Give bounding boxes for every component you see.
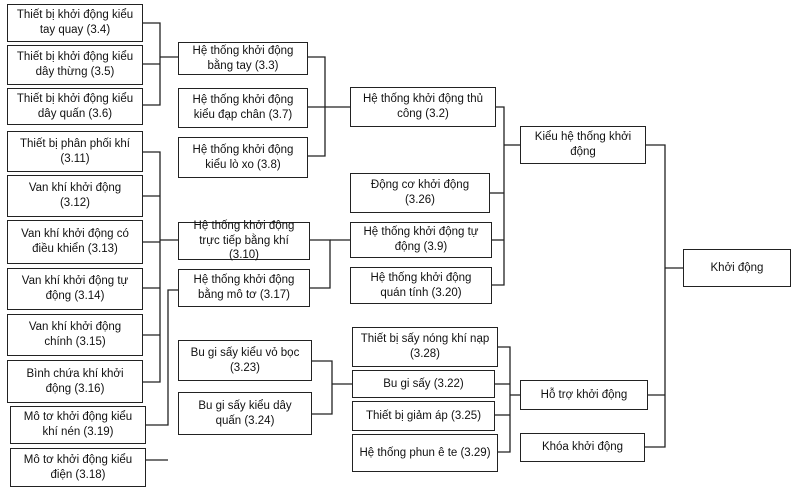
node-label: Van khí khởi động có điều khiển (3.13) xyxy=(21,228,129,255)
node-label: Mô tơ khởi động kiểu khí nén (3.19) xyxy=(23,411,133,438)
node-label: Kiểu hệ thống khởi động xyxy=(534,131,632,158)
node-label: Van khí khởi động tự động (3.14) xyxy=(21,275,129,302)
connector xyxy=(312,360,333,415)
node-3-13: Van khí khởi động có điều khiển (3.13) xyxy=(7,220,143,264)
node-3-9: Hệ thống khởi động tự động (3.9) xyxy=(350,222,492,258)
node-label: Thiết bị khởi động kiểu dây thừng (3.5) xyxy=(16,51,134,78)
node-3-17: Hệ thống khởi động bằng mô tơ (3.17) xyxy=(178,269,310,307)
connector xyxy=(143,151,161,383)
node-3-16: Bình chứa khí khởi động (3.16) xyxy=(7,360,143,403)
connector xyxy=(498,346,511,453)
node-3-10: Hệ thống khởi động trực tiếp bằng khí (3… xyxy=(178,220,310,261)
node-label: Bu gi sấy kiểu vỏ bọc (3.23) xyxy=(190,346,300,374)
node-3-15: Van khí khởi động chính (3.15) xyxy=(7,314,143,356)
node-label: Hệ thống khởi động kiểu đạp chân (3.7) xyxy=(192,94,294,121)
connector xyxy=(492,106,505,286)
node-3-5: Thiết bị khởi động kiểu dây thừng (3.5) xyxy=(7,45,143,85)
node-label: Hệ thống khởi động trực tiếp bằng khí (3… xyxy=(193,219,295,262)
node-3-24: Bu gi sấy kiểu dây quấn (3.24) xyxy=(178,392,312,435)
node-label: Hệ thống khởi động bằng tay (3.3) xyxy=(192,44,294,72)
node-label: Hệ thống khởi động bằng mô tơ (3.17) xyxy=(193,274,295,301)
node-3-18: Mô tơ khởi động kiểu điện (3.18) xyxy=(10,448,146,487)
node-label: Khóa khởi động xyxy=(541,441,624,454)
node-label: Bu gi sấy kiểu dây quấn (3.24) xyxy=(198,399,292,427)
node-3-3: Hệ thống khởi động bằng tay (3.3) xyxy=(178,42,308,75)
node-label: Khởi động xyxy=(710,261,764,274)
node-3-6: Thiết bị khởi động kiểu dây quấn (3.6) xyxy=(7,88,143,125)
node-label: Hệ thống phun ê te (3.29) xyxy=(359,446,491,459)
node-ho-tro: Hỗ trợ khởi động xyxy=(520,380,648,410)
node-3-2: Hệ thống khởi động thủ công (3.2) xyxy=(350,87,496,127)
node-3-20: Hệ thống khởi động quán tính (3.20) xyxy=(350,267,492,304)
node-3-23: Bu gi sấy kiểu vỏ bọc (3.23) xyxy=(178,340,312,381)
node-3-28: Thiết bị sấy nóng khí nạp (3.28) xyxy=(352,327,498,367)
node-3-14: Van khí khởi động tự động (3.14) xyxy=(7,268,143,310)
node-3-12: Van khí khởi động (3.12) xyxy=(7,175,143,217)
node-kieu-he-thong: Kiểu hệ thống khởi động xyxy=(520,126,646,164)
connector xyxy=(310,239,331,289)
node-label: Thiết bị phân phối khí (3.11) xyxy=(20,137,130,165)
node-3-26: Động cơ khởi động (3.26) xyxy=(350,173,490,213)
node-khoa: Khóa khởi động xyxy=(520,433,645,462)
node-label: Bu gi sấy (3.22) xyxy=(383,377,464,390)
node-3-8: Hệ thống khởi động kiểu lò xo (3.8) xyxy=(178,137,308,178)
node-label: Hệ thống khởi động tự động (3.9) xyxy=(363,226,479,253)
node-label: Van khí khởi động chính (3.15) xyxy=(28,321,122,348)
connector xyxy=(645,144,666,448)
node-label: Hỗ trợ khởi động xyxy=(540,388,628,401)
node-label: Thiết bị sấy nóng khí nạp (3.28) xyxy=(360,333,490,360)
node-label: Hệ thống khởi động thủ công (3.2) xyxy=(362,93,484,120)
node-label: Van khí khởi động (3.12) xyxy=(28,182,122,209)
connector xyxy=(146,289,178,426)
node-3-11: Thiết bị phân phối khí (3.11) xyxy=(7,131,143,172)
node-label: Thiết bị khởi động kiểu tay quay (3.4) xyxy=(16,9,134,36)
node-3-4: Thiết bị khởi động kiểu tay quay (3.4) xyxy=(7,4,143,42)
node-khoi-dong-root: Khởi động xyxy=(683,249,791,287)
node-3-19: Mô tơ khởi động kiểu khí nén (3.19) xyxy=(10,406,146,444)
node-3-22: Bu gi sấy (3.22) xyxy=(352,370,495,398)
node-label: Hệ thống khởi động quán tính (3.20) xyxy=(370,271,472,299)
node-3-7: Hệ thống khởi động kiểu đạp chân (3.7) xyxy=(178,88,308,128)
node-label: Mô tơ khởi động kiểu điện (3.18) xyxy=(23,453,133,481)
node-label: Hệ thống khởi động kiểu lò xo (3.8) xyxy=(192,143,294,171)
node-label: Bình chứa khí khởi động (3.16) xyxy=(26,367,124,395)
node-3-25: Thiết bị giảm áp (3.25) xyxy=(352,401,495,431)
node-3-29: Hệ thống phun ê te (3.29) xyxy=(352,434,498,472)
node-label: Thiết bị giảm áp (3.25) xyxy=(365,409,482,422)
node-label: Thiết bị khởi động kiểu dây quấn (3.6) xyxy=(16,92,134,120)
node-label: Động cơ khởi động (3.26) xyxy=(370,179,470,206)
